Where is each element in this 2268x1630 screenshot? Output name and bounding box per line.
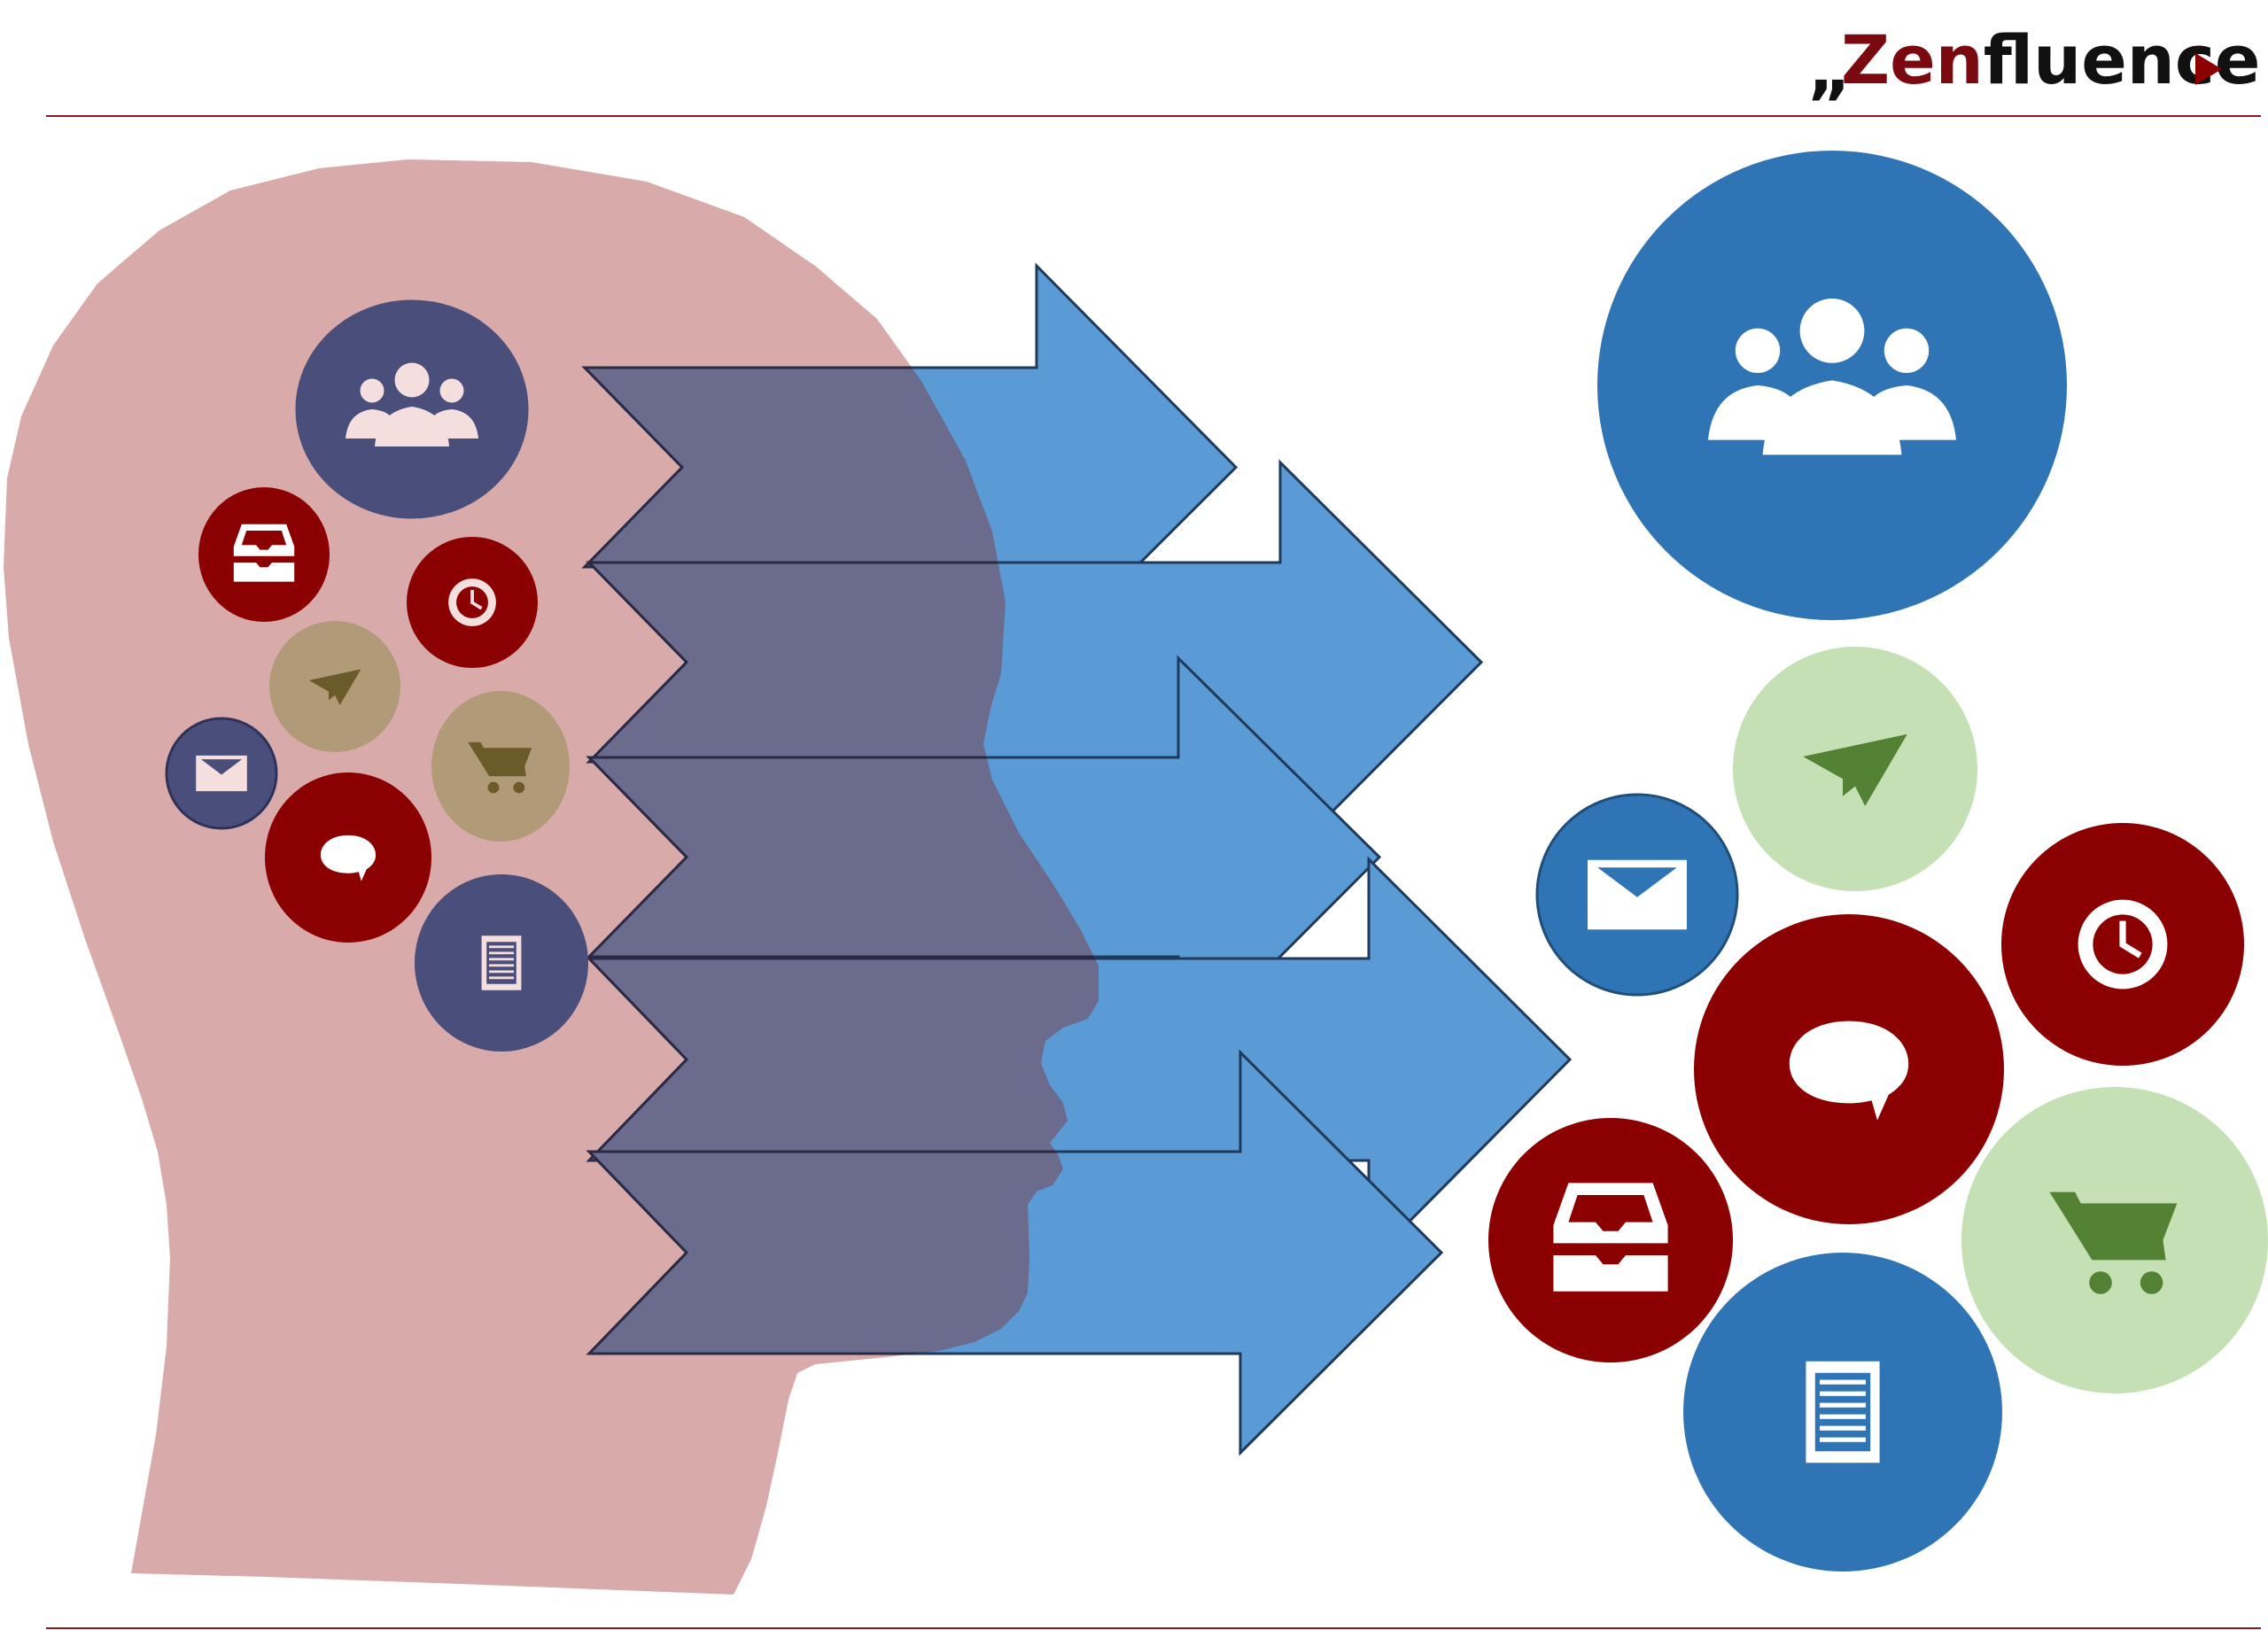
document-bubble: [415, 874, 588, 1052]
clock-bubble: [2001, 823, 2244, 1066]
output-icon-cluster: [1488, 151, 2268, 1572]
head-icon-cluster: [165, 299, 588, 1052]
zenfluence-logo: „ Zenfluence: [1807, 20, 2260, 108]
chat-bubble: [1694, 914, 2004, 1224]
logo-wordmark: Zenfluence: [1841, 20, 2260, 99]
logo-letters-en: en: [1890, 20, 1984, 99]
logo-quote: „: [1807, 29, 1852, 108]
arrow-3-overlap: [586, 655, 1099, 1062]
mail-bubble: [1535, 793, 1739, 997]
clock-bubble: [407, 537, 538, 668]
cart-bubble: [431, 691, 570, 842]
arrow-5-overlap: [586, 1049, 1099, 1456]
clock-icon: [448, 578, 496, 626]
send-bubble: [1733, 647, 1977, 891]
logo-play-triangle: [2195, 53, 2222, 85]
clock-icon: [2078, 899, 2168, 990]
document-bubble: [1683, 1253, 2002, 1572]
mail-bubble: [165, 717, 278, 830]
cart-bubble: [1961, 1087, 2268, 1393]
inbox-bubble: [198, 487, 330, 622]
logo-letters-fluence: fluence: [1984, 20, 2261, 99]
chat-bubble: [265, 772, 431, 943]
group-bubble: [1597, 151, 2067, 620]
logo-letter-z: Z: [1841, 20, 1890, 99]
group-bubble: [295, 299, 529, 519]
inbox-bubble: [1488, 1118, 1733, 1362]
send-bubble: [269, 621, 400, 752]
